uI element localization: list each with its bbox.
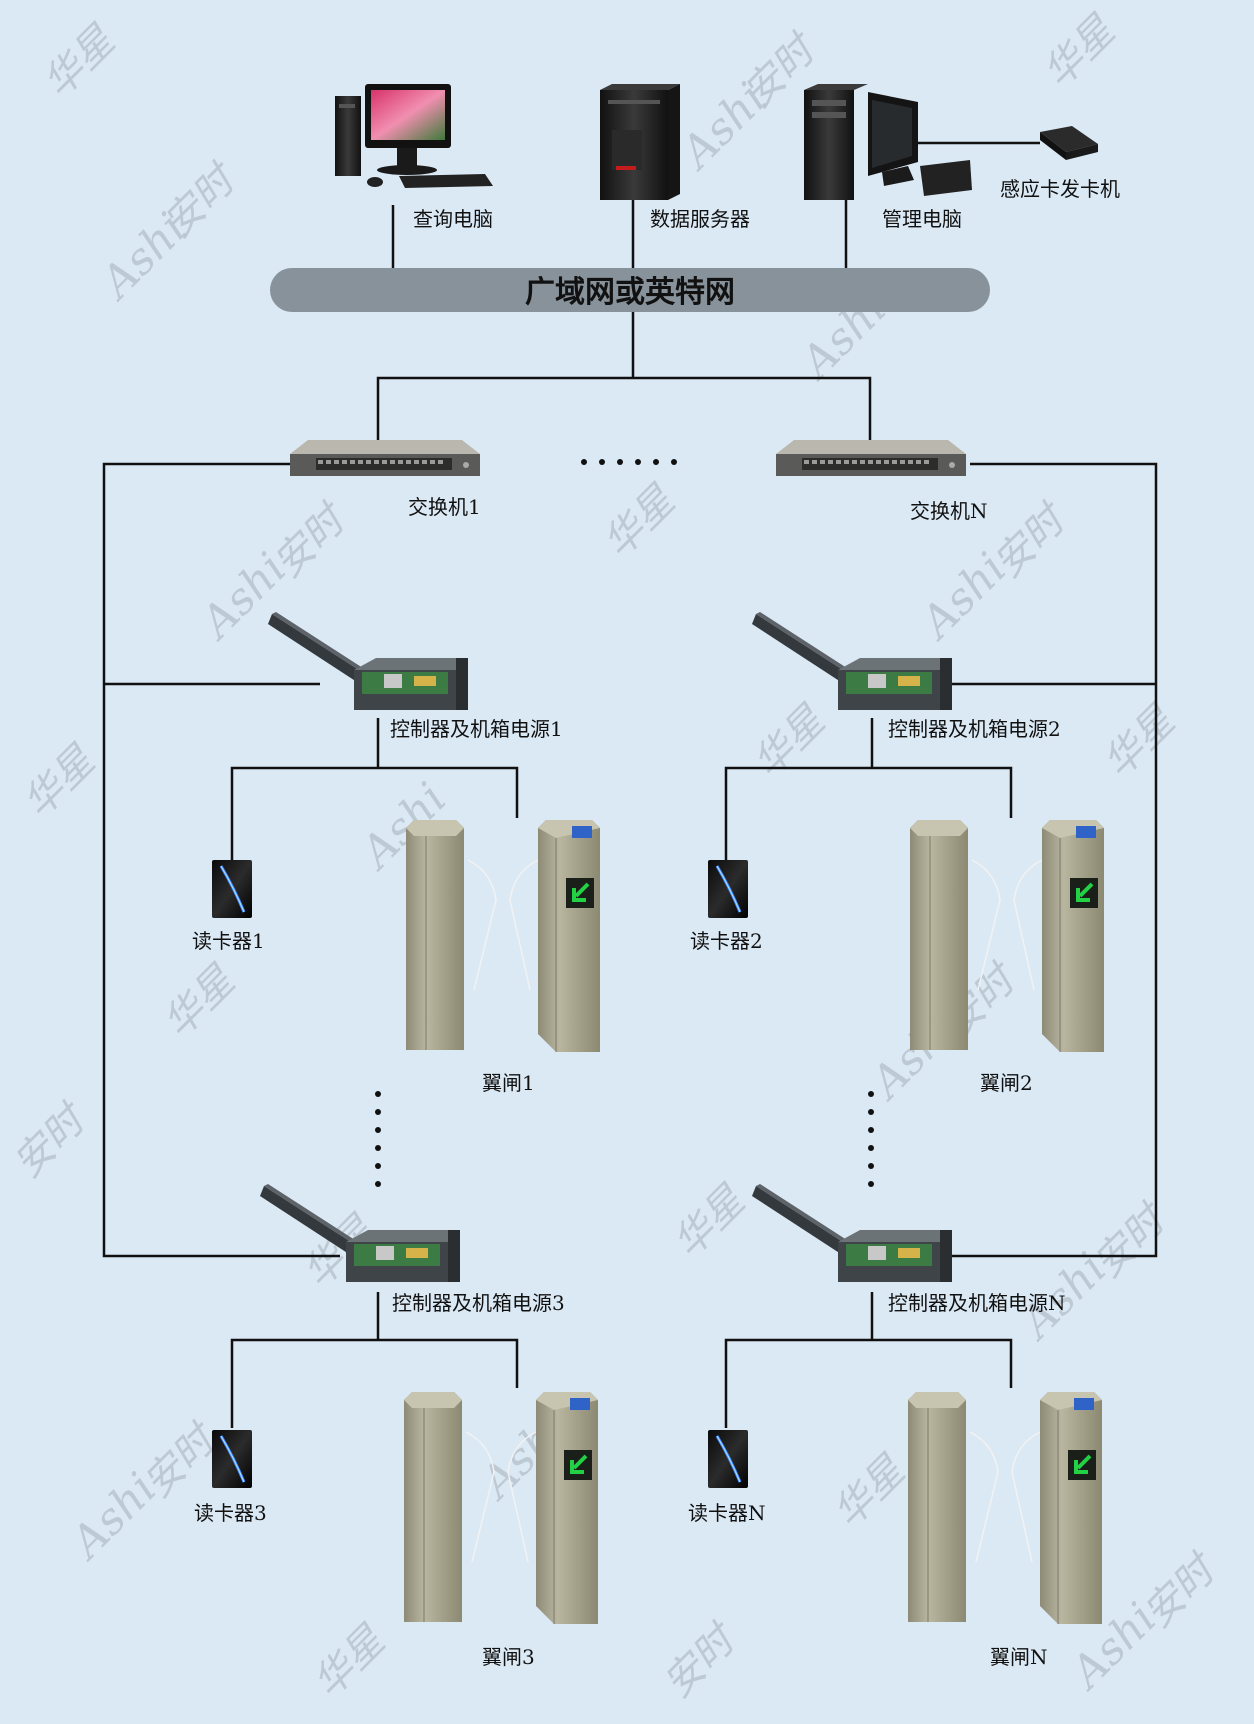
switch-n-icon (776, 440, 966, 476)
server-icon (600, 84, 680, 200)
gate-3-label: 翼闸3 (482, 1645, 535, 1669)
reader-2-label: 读卡器2 (690, 929, 763, 953)
query-pc-label: 查询电脑 (413, 207, 493, 231)
reader-1-label: 读卡器1 (192, 929, 265, 953)
query-pc-icon (335, 84, 493, 188)
watermark-brand: 华星 (665, 1177, 756, 1268)
watermark-brand: 华星 (155, 957, 246, 1048)
mgmt-pc-icon (804, 84, 972, 200)
data-server-label: 数据服务器 (650, 207, 750, 231)
reader-3-icon (210, 1428, 254, 1490)
watermark-brand: 华星 (35, 17, 126, 108)
ellipsis-dots (375, 459, 874, 1187)
network-label: 广域网或英特网 (525, 275, 735, 310)
watermark-brand: 华星 (305, 1617, 396, 1708)
connection-lines (102, 141, 1158, 1428)
watermark-brand: 华星 (595, 477, 686, 568)
gate-1-icon (404, 818, 602, 1054)
gate-2-label: 翼闸2 (980, 1071, 1033, 1095)
gate-2-icon (908, 818, 1106, 1054)
gate-3-icon (402, 1390, 600, 1626)
reader-n-label: 读卡器N (688, 1501, 766, 1525)
watermark-cn: 安时 (655, 1614, 748, 1707)
reader-2-icon (706, 858, 750, 920)
controller-n-label: 控制器及机箱电源N (888, 1291, 1066, 1315)
watermark-cn: 安时 (5, 1094, 98, 1187)
mgmt-pc-label: 管理电脑 (882, 207, 962, 231)
gate-n-label: 翼闸N (990, 1645, 1048, 1669)
controller-1-label: 控制器及机箱电源1 (390, 717, 563, 741)
controller-2-icon (752, 612, 952, 710)
watermark-brand: 华星 (1095, 697, 1186, 788)
watermark-brand: 华星 (745, 697, 836, 788)
watermark-brand: 华星 (15, 737, 106, 828)
controller-1-icon (268, 612, 468, 710)
reader-n-icon (706, 1428, 750, 1490)
controller-2-label: 控制器及机箱电源2 (888, 717, 1061, 741)
controller-3-label: 控制器及机箱电源3 (392, 1291, 565, 1315)
controller-n-icon (752, 1184, 952, 1282)
watermark-brand: 华星 (825, 1447, 916, 1538)
switch-n-label: 交换机N (910, 499, 988, 523)
gate-n-icon (906, 1390, 1104, 1626)
switch-1-icon (290, 440, 480, 476)
card-issuer-icon (1040, 126, 1098, 160)
network-bar (270, 268, 990, 312)
switch-1-label: 交换机1 (408, 495, 481, 519)
reader-1-icon (210, 858, 254, 920)
gate-1-label: 翼闸1 (482, 1071, 535, 1095)
card-issuer-label: 感应卡发卡机 (1000, 177, 1120, 201)
watermark-brand: 华星 (1035, 7, 1126, 98)
reader-3-label: 读卡器3 (194, 1501, 267, 1525)
